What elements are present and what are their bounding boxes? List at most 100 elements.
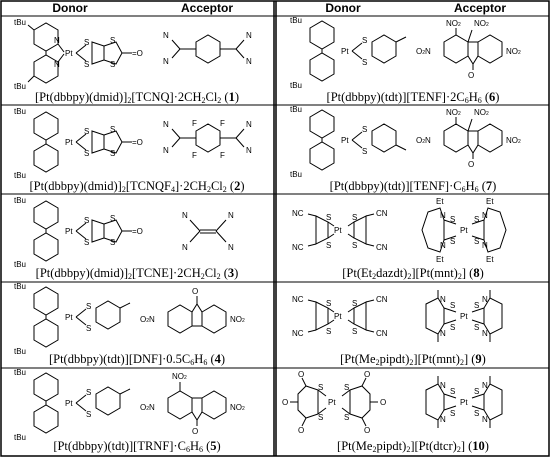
pt-label: Pt: [334, 312, 342, 321]
s-label: S: [86, 302, 91, 311]
acceptor-labels-3: N N N N: [182, 211, 234, 252]
o-label: =O: [132, 227, 143, 236]
pt-label: Pt: [328, 398, 336, 407]
acceptor-labels-4: O O2N NO2: [140, 287, 245, 324]
no2-label: NO2: [446, 108, 461, 117]
o-label: O: [192, 287, 198, 296]
n-label: N: [482, 381, 488, 390]
donor-labels-3: tBu tBu Pt S S S S =O: [14, 196, 143, 269]
tbu-label: tBu: [290, 81, 302, 90]
tbu-label: tBu: [290, 16, 302, 25]
donor-labels-2: tBu tBu Pt S S S S =O: [14, 107, 143, 180]
donor-pt-dbbpy-dmid: [27, 22, 132, 84]
no2-label: NO2: [446, 19, 461, 28]
acceptor-tenf: [443, 117, 503, 159]
s-label: S: [474, 301, 479, 310]
o-label: O: [298, 370, 304, 379]
s-label: S: [110, 60, 115, 69]
header-acceptor-right: Acceptor: [453, 1, 506, 15]
donor-pt-dbbpy-dmid: [33, 111, 132, 173]
cell-compound-5: tBu tBu Pt S S O NO2 O2N NO2 [Pt(dbbpy)(…: [0, 368, 274, 456]
s-label: S: [474, 387, 479, 396]
s-label: S: [86, 388, 91, 397]
cn-label: NC: [292, 329, 304, 338]
s-label: S: [110, 149, 115, 158]
tbu-label: tBu: [14, 260, 26, 269]
caption-compound-4: [Pt(dbbpy)(tdt)][DNF]·0.5C6H6 (4): [48, 352, 226, 367]
donor-pt-dbbpy-dmid: [33, 200, 132, 262]
o-label: O: [282, 398, 288, 407]
tbu-label: tBu: [14, 82, 26, 91]
f-label: F: [220, 119, 225, 128]
structure-compound-5: tBu tBu Pt S S O NO2 O2N NO2: [14, 368, 245, 442]
acceptor-dnf: [167, 296, 227, 334]
s-label: S: [362, 36, 367, 45]
et-label: Et: [436, 255, 444, 264]
s-label: S: [450, 215, 455, 224]
donor-pt-dbbpy-tdt: [309, 109, 407, 171]
n-label: N: [163, 146, 169, 155]
no2-label: NO2: [230, 315, 245, 324]
cn-label: NC: [292, 209, 304, 218]
pt-label: Pt: [65, 399, 73, 408]
header-donor-left: Donor: [52, 1, 88, 15]
caption-compound-5: [Pt(dbbpy)(tdt)][TRNF]·C6H6 (5): [53, 439, 221, 454]
s-label: S: [86, 410, 91, 419]
donor-labels-5: tBu tBu Pt S S: [14, 368, 91, 442]
structure-compound-8: Pt S S S S NC NC CN CN Pt N N N N S S S: [292, 197, 507, 264]
cn-label: CN: [376, 209, 388, 218]
pt-label: Pt: [65, 49, 73, 58]
caption-compound-9: [Pt(Me2pipdt)2][Pt(mnt)2] (9): [340, 352, 486, 367]
structure-compound-1: tBu tBu N N Pt S S S S =O N N N N: [14, 18, 252, 91]
s-label: S: [352, 213, 357, 222]
n-label: N: [246, 120, 252, 129]
s-label: S: [84, 149, 89, 158]
cell-compound-3: tBu tBu Pt S S S S =O N N N N [Pt(dbbpy)…: [0, 194, 274, 282]
n-label: N: [163, 120, 169, 129]
acceptor-labels-8: Pt N N N N S S S S Et Et Et Et: [436, 197, 494, 264]
cn-label: CN: [376, 329, 388, 338]
n-label: N: [228, 243, 234, 252]
structure-compound-3: tBu tBu Pt S S S S =O N N N N: [14, 196, 234, 269]
et-label: Et: [486, 255, 494, 264]
o-label: O: [380, 398, 386, 407]
n-label: N: [163, 57, 169, 66]
o-label: O: [468, 160, 474, 169]
acceptor-labels-2: N N N N F F F F: [163, 119, 252, 160]
tbu-label: tBu: [14, 282, 26, 291]
caption-compound-8: [Pt(Et2dazdt)2][Pt(mnt)2] (8): [342, 266, 484, 281]
n-label: N: [246, 146, 252, 155]
tbu-label: tBu: [290, 105, 302, 114]
s-label: S: [326, 299, 331, 308]
caption-compound-6: [Pt(dbbpy)(tdt)][TENF]·2C6H6 (6): [326, 90, 500, 105]
pt-label: Pt: [460, 398, 468, 407]
pt-label: Pt: [341, 136, 349, 145]
n-label: N: [440, 211, 446, 220]
s-label: S: [318, 383, 323, 392]
n-label: N: [440, 381, 446, 390]
acceptor-tcnq: [171, 34, 245, 64]
s-label: S: [326, 213, 331, 222]
tbu-label: tBu: [14, 196, 26, 205]
cell-compound-1: tBu tBu N N Pt S S S S =O N N N N: [0, 16, 274, 105]
n-label: N: [163, 31, 169, 40]
acceptor-me2pipdt: [425, 376, 503, 428]
n-label: N: [246, 31, 252, 40]
s-label: S: [344, 413, 349, 422]
cell-compound-7: tBu tBu Pt S S O NO2 NO2 O2N NO2 [Pt(dbb…: [276, 105, 550, 194]
structure-compound-9: Pt S S S S NC NC CN CN Pt N N N: [292, 290, 503, 342]
pt-label: Pt: [334, 226, 342, 235]
structure-compound-6: tBu tBu Pt S S O NO2 NO2 O2N NO2: [290, 16, 521, 90]
donor-labels-7: tBu tBu Pt S S: [290, 105, 367, 179]
s-label: S: [84, 127, 89, 136]
cell-compound-9: Pt S S S S NC NC CN CN Pt N N N: [276, 282, 550, 368]
donor-pt-dbbpy-tdt: [309, 20, 407, 82]
acceptor-tenf: [443, 28, 503, 70]
caption-compound-2: [Pt(dbbpy)(dmid)]2[TCNQF4]·2CH2Cl2 (2): [29, 179, 245, 194]
structure-compound-10: Pt S S S S O O O O O O Pt N N: [282, 370, 503, 435]
acceptor-labels-6: O NO2 NO2 O2N NO2: [416, 19, 521, 80]
s-label: S: [110, 238, 115, 247]
cell-compound-6: tBu tBu Pt S S O NO2 NO2 O2N NO2 [Pt(dbb…: [276, 16, 550, 105]
o2n-label: O2N: [140, 315, 155, 324]
